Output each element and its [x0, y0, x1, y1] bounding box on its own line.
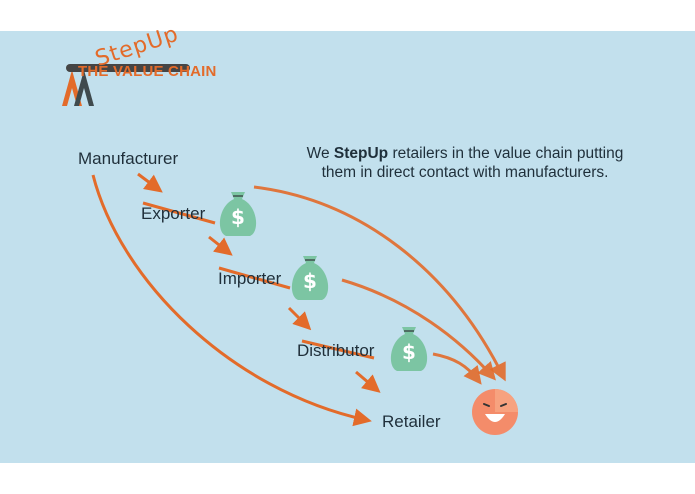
money-bag-1-icon: $ — [219, 192, 257, 236]
strike-exporter — [142, 201, 216, 225]
dollar-sign: $ — [303, 269, 317, 293]
node-exporter: Exporter — [141, 204, 206, 223]
node-distributor: Distributor — [297, 341, 375, 360]
logo-arrow-dark — [74, 70, 94, 106]
arrow-manufacturer-exporter — [137, 172, 163, 193]
arrow-distributor-retailer — [355, 370, 381, 393]
arrow-manufacturer-retailer — [91, 174, 372, 427]
title-strike-bar — [66, 64, 190, 72]
dollar-sign: $ — [231, 205, 245, 229]
dollar-sign: $ — [402, 340, 416, 364]
description-suffix: retailers in the value chain putting the… — [321, 145, 624, 181]
money-bag-3-icon: $ — [390, 327, 428, 371]
money-bag-2-icon: $ — [291, 256, 329, 300]
node-importer: Importer — [218, 269, 282, 288]
arrow-bag3-face — [432, 352, 482, 385]
node-retailer: Retailer — [382, 412, 441, 431]
description-prefix: We — [306, 145, 334, 162]
arrow-exporter-importer — [208, 235, 233, 256]
node-manufacturer: Manufacturer — [78, 149, 179, 168]
stepup-logo — [62, 70, 94, 106]
page-title: THE VALUE CHAIN — [78, 63, 217, 80]
description-text: We StepUp retailers in the value chain p… — [290, 144, 640, 182]
description-bold: StepUp — [333, 145, 389, 162]
arrow-bag2-face — [341, 278, 496, 381]
strike-distributor — [301, 339, 375, 360]
arrow-importer-distributor — [287, 306, 312, 331]
strike-importer — [218, 266, 291, 290]
slide-background — [0, 31, 695, 463]
arrow-bag1-face — [253, 185, 506, 382]
retailer-smiley-icon — [472, 389, 518, 435]
